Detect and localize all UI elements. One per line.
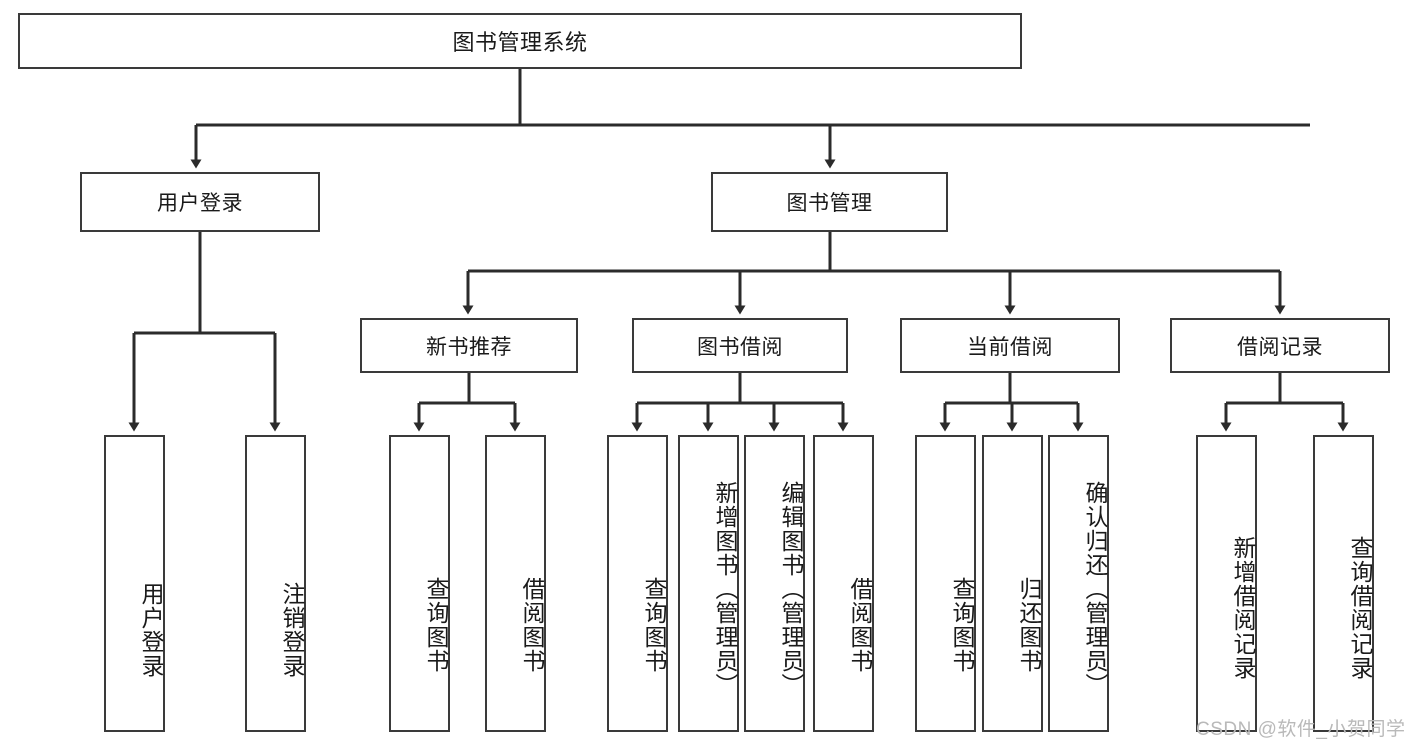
node-new-book-rec-label: 新书推荐 bbox=[426, 335, 512, 359]
node-book-manage[interactable]: 图书管理 bbox=[711, 172, 948, 232]
node-leaf-query-book-1-label: 查询图书 bbox=[423, 576, 449, 673]
node-leaf-borrow-book-1-label: 借阅图书 bbox=[519, 576, 545, 673]
node-leaf-borrow-book-2[interactable]: 借阅图书 bbox=[813, 435, 874, 732]
node-leaf-borrow-book-2-label: 借阅图书 bbox=[847, 576, 873, 673]
node-current-borrow-label: 当前借阅 bbox=[967, 335, 1053, 359]
node-current-borrow[interactable]: 当前借阅 bbox=[900, 318, 1120, 373]
node-leaf-return-book[interactable]: 归还图书 bbox=[982, 435, 1043, 732]
csdn-watermark: CSDN @软件_小贺同学 bbox=[1196, 719, 1405, 740]
node-leaf-borrow-book-1[interactable]: 借阅图书 bbox=[485, 435, 546, 732]
node-leaf-add-book-label: 新增图书（管理员） bbox=[712, 480, 738, 697]
node-leaf-query-book-3-label: 查询图书 bbox=[949, 576, 975, 673]
node-new-book-rec[interactable]: 新书推荐 bbox=[360, 318, 578, 373]
node-leaf-edit-book-label: 编辑图书（管理员） bbox=[778, 480, 804, 697]
node-leaf-confirm-return[interactable]: 确认归还（管理员） bbox=[1048, 435, 1109, 732]
node-leaf-confirm-return-label: 确认归还（管理员） bbox=[1082, 480, 1108, 697]
node-leaf-return-book-label: 归还图书 bbox=[1016, 576, 1042, 673]
node-user-login[interactable]: 用户登录 bbox=[80, 172, 320, 232]
node-leaf-edit-book[interactable]: 编辑图书（管理员） bbox=[744, 435, 805, 732]
node-leaf-user-login[interactable]: 用户登录 bbox=[104, 435, 165, 732]
node-leaf-user-logout[interactable]: 注销登录 bbox=[245, 435, 306, 732]
node-leaf-add-record-label: 新增借阅记录 bbox=[1230, 535, 1256, 680]
node-book-manage-label: 图书管理 bbox=[786, 192, 873, 215]
node-book-borrow-label: 图书借阅 bbox=[697, 335, 783, 359]
node-leaf-query-book-2-label: 查询图书 bbox=[641, 576, 667, 673]
node-leaf-user-login-label: 用户登录 bbox=[138, 581, 164, 678]
node-leaf-query-book-1[interactable]: 查询图书 bbox=[389, 435, 450, 732]
node-leaf-query-book-2[interactable]: 查询图书 bbox=[607, 435, 668, 732]
node-root[interactable]: 图书管理系统 bbox=[18, 13, 1022, 69]
node-user-login-label: 用户登录 bbox=[157, 192, 243, 215]
node-leaf-query-book-3[interactable]: 查询图书 bbox=[915, 435, 976, 732]
node-book-borrow[interactable]: 图书借阅 bbox=[632, 318, 848, 373]
node-leaf-add-record[interactable]: 新增借阅记录 bbox=[1196, 435, 1257, 732]
node-borrow-record[interactable]: 借阅记录 bbox=[1170, 318, 1390, 373]
node-leaf-query-record[interactable]: 查询借阅记录 bbox=[1313, 435, 1374, 732]
node-leaf-query-record-label: 查询借阅记录 bbox=[1347, 535, 1373, 680]
node-leaf-add-book[interactable]: 新增图书（管理员） bbox=[678, 435, 739, 732]
node-root-label: 图书管理系统 bbox=[452, 30, 588, 55]
node-borrow-record-label: 借阅记录 bbox=[1237, 335, 1323, 359]
node-leaf-user-logout-label: 注销登录 bbox=[279, 581, 305, 678]
